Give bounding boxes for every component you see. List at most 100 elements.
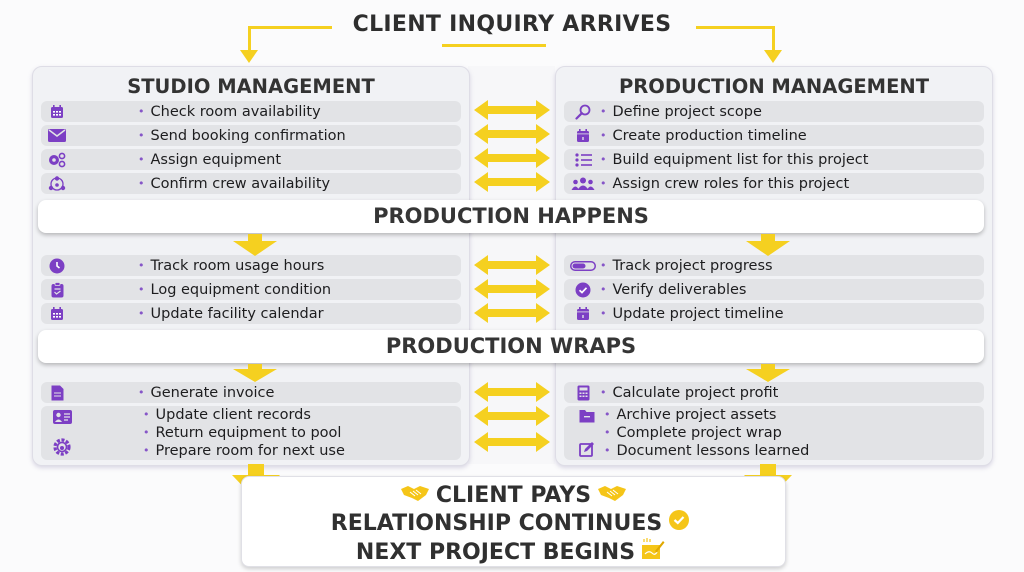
- calendar-icon: [568, 305, 598, 323]
- item-text: Define project scope: [612, 103, 762, 120]
- magnifier-icon: [568, 103, 598, 121]
- list-item: • Send booking confirmation: [41, 125, 461, 146]
- bullet: •: [600, 129, 607, 142]
- bullet: •: [604, 426, 611, 439]
- bullet: •: [138, 129, 145, 142]
- item-text: Archive project assets: [616, 407, 777, 423]
- list-item-group: • Update client records • Return equipment…: [41, 406, 461, 460]
- item-text: Calculate project profit: [612, 384, 779, 401]
- bullet: •: [138, 283, 145, 296]
- list-item: • Assign crew roles for this project: [564, 173, 984, 194]
- bidirectional-arrow-icon: [474, 382, 550, 402]
- outcome-line-3: NEXT PROJECT BEGINS: [242, 538, 785, 567]
- document-icon: [46, 384, 68, 402]
- check-circle-icon: [568, 281, 598, 299]
- item-text: Document lessons learned: [616, 443, 810, 459]
- item-text: Prepare room for next use: [155, 443, 345, 459]
- list-item: • Generate invoice: [41, 382, 461, 403]
- production-management-panel: PRODUCTION MANAGEMENT •Define project sc…: [555, 66, 993, 466]
- item-text: Create production timeline: [612, 127, 807, 144]
- item-text: Confirm crew availability: [150, 175, 331, 192]
- bidirectional-arrow-icon: [474, 100, 550, 120]
- list-item: • Confirm crew availability: [41, 173, 461, 194]
- bidirectional-arrow-icon: [474, 255, 550, 275]
- item-text: Assign crew roles for this project: [612, 175, 850, 192]
- item-text: Generate invoice: [150, 384, 275, 401]
- connector-left-horizontal: [248, 26, 332, 29]
- gear-cycle-icon: [51, 438, 73, 456]
- item-text: Track project progress: [612, 257, 773, 274]
- bidirectional-arrow-icon: [474, 303, 550, 323]
- connector-right-vertical: [772, 26, 775, 52]
- arrow-down-icon: [764, 50, 782, 63]
- bullet: •: [143, 444, 150, 457]
- bullet: •: [604, 408, 611, 421]
- list-item: • Build equipment list for this project: [564, 149, 984, 170]
- handshake-icon: [597, 482, 627, 509]
- item-text: Update client records: [155, 407, 311, 423]
- next-project-begins-text: NEXT PROJECT BEGINS: [355, 540, 636, 565]
- arrow-down-icon: [746, 364, 790, 382]
- list-item: • Define project scope: [564, 101, 984, 122]
- calendar-icon: [46, 103, 68, 121]
- handshake-icon: [400, 482, 430, 509]
- check-badge-icon: [668, 509, 690, 538]
- bullet: •: [600, 307, 607, 320]
- list-item-group: • Archive project assets • Complete projec…: [564, 406, 984, 460]
- bullet: •: [138, 177, 145, 190]
- arrow-down-icon: [233, 234, 277, 256]
- bullet: •: [138, 259, 145, 272]
- list-item: •Track project progress: [564, 255, 984, 276]
- connector-left-vertical: [248, 26, 251, 52]
- item-text: Log equipment condition: [150, 281, 332, 298]
- studio-management-panel: STUDIO MANAGEMENT • Check room availabili…: [32, 66, 470, 466]
- bullet: •: [138, 153, 145, 166]
- bullet: •: [600, 177, 607, 190]
- calendar-icon: [46, 305, 68, 323]
- list-item: • Track room usage hours: [41, 255, 461, 276]
- item-text: Send booking confirmation: [150, 127, 346, 144]
- item-text: Return equipment to pool: [155, 425, 342, 441]
- bidirectional-arrow-icon: [474, 432, 550, 452]
- list-item: •Update facility calendar: [41, 303, 461, 324]
- list-item: • Assign equipment: [41, 149, 461, 170]
- bullet: •: [600, 386, 607, 399]
- bullet: •: [138, 307, 145, 320]
- relationship-continues-text: RELATIONSHIP CONTINUES: [330, 511, 663, 536]
- studio-panel-title: STUDIO MANAGEMENT: [127, 75, 375, 98]
- bullet: •: [600, 153, 607, 166]
- client-pays-text: CLIENT PAYS: [435, 483, 592, 508]
- signing-document-icon: [641, 538, 665, 567]
- item-text: Assign equipment: [150, 151, 282, 168]
- bullet: •: [143, 426, 150, 439]
- clock-icon: [46, 257, 68, 275]
- title-underline: [442, 44, 546, 47]
- phase-banner-production-wraps: PRODUCTION WRAPS: [38, 330, 984, 363]
- list-item: • Update project timeline: [564, 303, 984, 324]
- arrow-down-icon: [240, 50, 258, 63]
- bullet: •: [138, 105, 145, 118]
- bidirectional-arrow-icon: [474, 406, 550, 426]
- item-text: Update project timeline: [612, 305, 784, 322]
- list-item: • Calculate project profit: [564, 382, 984, 403]
- team-network-icon: [46, 175, 68, 193]
- bidirectional-arrow-icon: [474, 148, 550, 168]
- item-text: Verify deliverables: [612, 281, 747, 298]
- bullet: •: [600, 105, 607, 118]
- bidirectional-arrow-icon: [474, 172, 550, 192]
- item-text: Check room availability: [150, 103, 321, 120]
- item-text: Track room usage hours: [150, 257, 325, 274]
- users-icon: [568, 175, 598, 193]
- phase-banner-production-happens: PRODUCTION HAPPENS: [38, 200, 984, 233]
- item-text: Complete project wrap: [616, 425, 782, 441]
- item-text: Build equipment list for this project: [612, 151, 869, 168]
- gears-icon: [46, 151, 68, 169]
- outcome-line-2: RELATIONSHIP CONTINUES: [242, 509, 785, 538]
- connector-right-horizontal: [696, 26, 774, 29]
- contact-card-icon: [51, 408, 73, 426]
- list-item: • Create production timeline: [564, 125, 984, 146]
- bullet: •: [138, 386, 145, 399]
- calculator-icon: [568, 384, 598, 402]
- outcome-line-1: CLIENT PAYS: [242, 482, 785, 509]
- edit-icon: [572, 440, 602, 458]
